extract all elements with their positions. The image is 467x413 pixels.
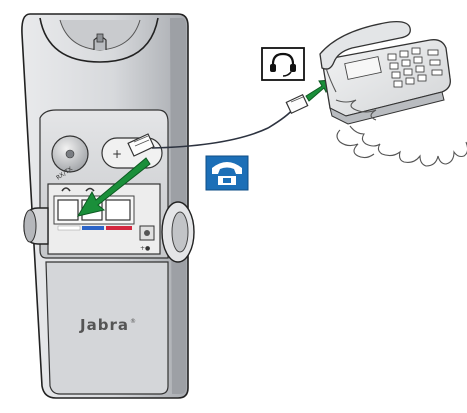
port-bar-white [57,225,81,231]
phone-icon-badge [205,155,249,191]
port-phone-icon [85,187,95,192]
port-bar-blue [82,226,104,230]
phone-icon [212,162,242,174]
telephone-keypad [387,47,443,88]
base-stand [45,261,169,395]
headset-icon [271,52,295,70]
power-socket-pin [144,230,150,236]
handset-cord-lower [336,129,375,159]
power-polarity: +● [140,245,150,252]
headset-cradle [39,17,159,63]
arrow-to-phone-jack [76,157,151,217]
right-roller-inner [171,211,189,253]
left-roller-cap [23,209,37,243]
aux-jack[interactable] [105,199,131,221]
jabra-base-unit: RX/TX + +● Jabra ® [21,13,195,399]
cable-plug-phone [285,93,309,115]
jabra-logo-mark: ® [130,318,136,325]
telephone-cable [151,107,295,149]
port-bar-red [106,226,132,230]
handset-coiled-cord [325,67,467,167]
plus-mark: + [112,147,122,161]
rx-tx-dial-center [65,149,75,159]
headset-jack[interactable] [57,199,79,221]
headset-icon-badge [261,47,305,81]
telephone-handset [319,20,411,70]
cradle-pin [96,33,104,43]
telephone-display [344,56,382,80]
telephone-front [329,91,445,125]
cable-plug-base [127,133,155,157]
jabra-logo: Jabra [79,316,129,334]
desk-telephone [319,20,467,167]
port-headset-icon [61,187,71,192]
